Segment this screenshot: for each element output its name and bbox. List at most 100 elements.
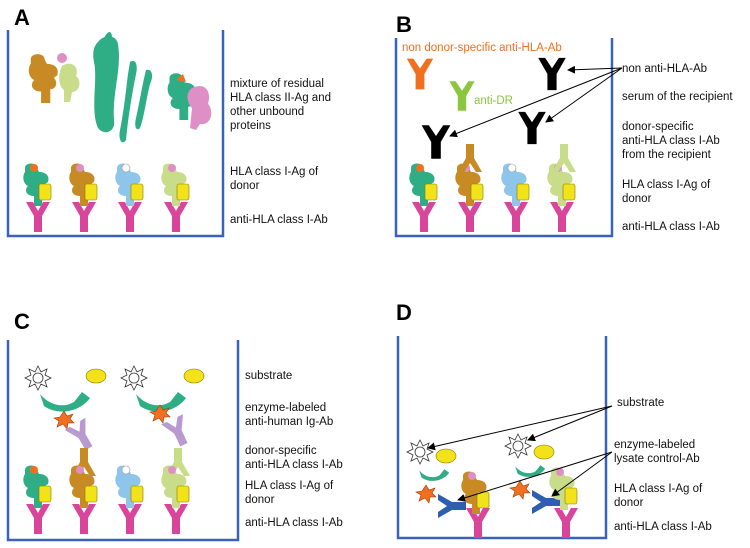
panel-a-well bbox=[6, 30, 225, 238]
hla-antigen bbox=[115, 465, 144, 508]
capture-ab bbox=[504, 202, 528, 232]
label-mixture-4: proteins bbox=[230, 120, 271, 132]
label-substrate: substrate bbox=[617, 397, 664, 409]
anti-dr-antibody bbox=[449, 81, 475, 111]
hla-antigen bbox=[69, 163, 98, 206]
panel-b-well bbox=[394, 38, 614, 238]
capture-ab bbox=[458, 202, 482, 232]
label-donor-specific-2: anti-HLA class I-Ab bbox=[622, 135, 720, 147]
label-donor-specific-1: donor-specific bbox=[622, 121, 694, 133]
label-mixture-3: other unbound bbox=[230, 106, 304, 118]
label-donor-specific-1: donor-specific bbox=[245, 445, 317, 457]
panel-a: A bbox=[6, 5, 331, 238]
panel-b: B non donor-specific anti-HLA-Ab anti-DR bbox=[394, 12, 733, 238]
label-hla-ag-2: donor bbox=[230, 180, 260, 192]
panel-d-labels: substrate enzyme-labeled lysate control-… bbox=[614, 397, 712, 533]
label-donor-specific-3: from the recipient bbox=[622, 149, 712, 161]
label-anti-hla: anti-HLA class I-Ab bbox=[622, 221, 720, 233]
panel-c-labels: substrate enzyme-labeled anti-human Ig-A… bbox=[245, 370, 343, 529]
black-antibody bbox=[518, 111, 546, 145]
donor-specific-antibody bbox=[552, 144, 576, 172]
hla-antigen bbox=[69, 465, 98, 508]
capture-ab bbox=[72, 202, 96, 232]
label-non-anti-hla: non anti-HLA-Ab bbox=[622, 63, 707, 75]
enzyme-splat bbox=[415, 484, 437, 504]
panel-b-labels: non anti-HLA-Ab serum of the recipient d… bbox=[622, 63, 733, 233]
hla-antigen bbox=[23, 465, 52, 508]
orange-antibody bbox=[406, 58, 434, 90]
panel-c-well bbox=[6, 340, 240, 542]
capture-ab bbox=[26, 202, 50, 232]
substrate-star bbox=[24, 365, 52, 391]
label-hla-ag-1: HLA class I-Ag of bbox=[230, 166, 319, 178]
substrate-product bbox=[435, 448, 457, 464]
label-anti-hla: anti-HLA class I-Ab bbox=[614, 521, 712, 533]
panel-a-letter: A bbox=[14, 5, 30, 30]
anti-human-ig-antibody bbox=[161, 414, 195, 450]
label-enzyme-1: enzyme-labeled bbox=[245, 402, 326, 414]
label-enzyme-2: lysate control-Ab bbox=[614, 453, 700, 465]
capture-ab bbox=[118, 504, 142, 534]
panel-c-bound-row bbox=[23, 465, 190, 534]
label-hla-ag-2: donor bbox=[245, 494, 275, 506]
label-hla-ag-2: donor bbox=[622, 193, 652, 205]
label-anti-hla: anti-HLA class I-Ab bbox=[230, 214, 328, 226]
capture-ab bbox=[554, 508, 578, 538]
hla-antigen bbox=[549, 467, 578, 510]
enzyme-label bbox=[515, 465, 546, 477]
label-mixture-2: HLA class II-Ag and bbox=[230, 92, 331, 104]
panel-c: C substrate enzyme bbox=[6, 309, 343, 542]
free-antibodies: anti-DR bbox=[406, 57, 566, 159]
panel-d-arrows bbox=[427, 405, 613, 502]
label-enzyme-2: anti-human Ig-Ab bbox=[245, 416, 333, 428]
black-antibody bbox=[421, 125, 451, 159]
unbound-protein-large bbox=[93, 36, 119, 133]
enzyme-label bbox=[419, 469, 450, 481]
panel-b-letter: B bbox=[396, 12, 412, 37]
panel-d-well bbox=[396, 336, 608, 540]
label-non-donor-specific: non donor-specific anti-HLA-Ab bbox=[402, 42, 562, 54]
capture-ab bbox=[118, 202, 142, 232]
donor-specific-antibody bbox=[458, 144, 482, 172]
panel-a-labels: mixture of residual HLA class II-Ag and … bbox=[230, 78, 331, 226]
hla-antigen bbox=[409, 163, 438, 206]
panel-b-bound-row bbox=[409, 144, 576, 232]
substrate-product bbox=[85, 368, 107, 384]
panel-c-letter: C bbox=[14, 309, 30, 334]
capture-ab bbox=[72, 504, 96, 534]
label-hla-ag-2: donor bbox=[614, 497, 644, 509]
hla-antigen bbox=[161, 465, 190, 508]
label-substrate: substrate bbox=[245, 370, 292, 382]
label-anti-hla: anti-HLA class I-Ab bbox=[245, 517, 343, 529]
hla-antigen bbox=[115, 163, 144, 206]
control-antibody bbox=[438, 494, 466, 518]
label-serum: serum of the recipient bbox=[622, 91, 733, 103]
substrate-product bbox=[183, 368, 205, 384]
enzyme-splat bbox=[509, 480, 531, 500]
label-hla-ag-1: HLA class I-Ag of bbox=[245, 480, 334, 492]
panel-d-bound-row bbox=[461, 467, 578, 538]
capture-ab bbox=[412, 202, 436, 232]
black-antibody bbox=[538, 57, 566, 91]
enzyme-label bbox=[40, 392, 90, 412]
panel-c-reaction bbox=[24, 365, 205, 476]
panel-d-reaction bbox=[406, 433, 560, 518]
label-hla-ag-1: HLA class I-Ag of bbox=[614, 483, 703, 495]
capture-ab bbox=[164, 504, 188, 534]
panel-a-unbound-proteins bbox=[28, 32, 212, 143]
hla-antigen bbox=[161, 163, 190, 206]
substrate-star bbox=[120, 365, 148, 391]
label-donor-specific-2: anti-HLA class I-Ab bbox=[245, 459, 343, 471]
enzyme-splat bbox=[53, 410, 75, 430]
panel-d-letter: D bbox=[396, 300, 412, 325]
label-mixture-1: mixture of residual bbox=[230, 78, 324, 90]
capture-ab bbox=[164, 202, 188, 232]
capture-ab bbox=[550, 202, 574, 232]
hla-antigen bbox=[501, 163, 530, 206]
panel-b-arrows bbox=[449, 65, 623, 138]
substrate-star bbox=[504, 433, 532, 459]
panel-d: D substrate enzyme-lab bbox=[396, 300, 712, 540]
substrate-product bbox=[533, 444, 555, 460]
